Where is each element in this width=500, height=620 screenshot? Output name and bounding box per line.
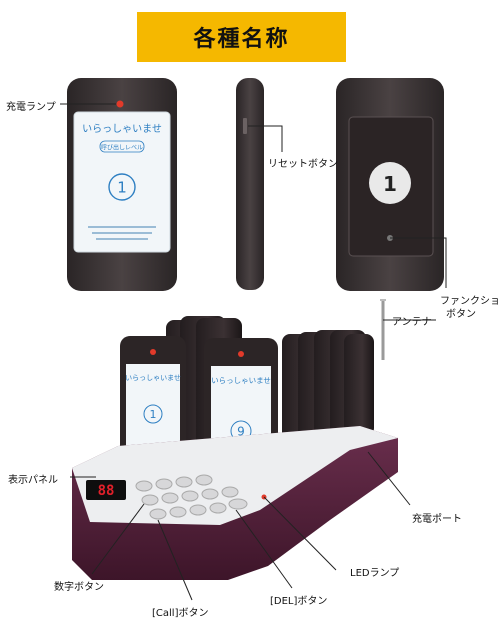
base-station: 88 [72, 426, 398, 580]
del-key[interactable] [228, 498, 248, 510]
number-key[interactable] [161, 492, 179, 504]
label-display-panel: 表示パネル [8, 475, 58, 486]
front-greeting: いらっしゃいませ [82, 123, 162, 135]
label-reset-button: リセットボタン [268, 159, 338, 170]
back-number: 1 [383, 172, 397, 196]
label-antenna: アンテナ [392, 317, 432, 328]
label-function-button-1: ファンクション [440, 296, 500, 307]
label-led-lamp: LEDランプ [350, 568, 400, 579]
number-key[interactable] [195, 474, 213, 486]
reset-button-slot [243, 118, 247, 134]
display-value: 88 [98, 483, 115, 499]
front-call-level: 呼び出しレベル [101, 144, 143, 152]
display-panel [86, 480, 126, 500]
number-key[interactable] [189, 504, 207, 516]
label-charge-port: 充電ポート [412, 514, 462, 525]
number-key[interactable] [155, 478, 173, 490]
label-del-button: [DEL]ボタン [270, 596, 328, 607]
charge-lamp-indicator [116, 100, 124, 108]
number-key[interactable] [141, 494, 159, 506]
page-title: 各種名称 [193, 27, 290, 52]
label-call-button: [Call]ボタン [152, 608, 209, 619]
keypad [135, 474, 248, 520]
stack-right-greeting: いらっしゃいませ [211, 376, 271, 385]
stack-pager-left: いらっしゃいませ 1 [120, 336, 186, 470]
title-banner: 各種名称 [137, 12, 346, 62]
number-key[interactable] [221, 486, 239, 498]
stack-right-number: 9 [237, 425, 245, 439]
pager-side-view [236, 78, 264, 290]
stack-left-number: 1 [150, 408, 157, 421]
label-number-button: 数字ボタン [54, 582, 104, 593]
call-key[interactable] [149, 508, 167, 520]
number-key[interactable] [209, 502, 227, 514]
pager-front-view: いらっしゃいませ 呼び出しレベル 1 [67, 78, 177, 291]
number-key[interactable] [181, 490, 199, 502]
leader-lines [60, 103, 447, 601]
label-function-button-2: ボタン [446, 309, 476, 320]
number-key[interactable] [135, 480, 153, 492]
label-charge-lamp: 充電ランプ [6, 102, 56, 113]
front-number: 1 [117, 179, 127, 197]
number-key[interactable] [201, 488, 219, 500]
number-key[interactable] [175, 476, 193, 488]
number-key[interactable] [169, 506, 187, 518]
stack-left-greeting: いらっしゃいませ [125, 374, 181, 382]
pager-back-view: 1 [336, 78, 444, 291]
